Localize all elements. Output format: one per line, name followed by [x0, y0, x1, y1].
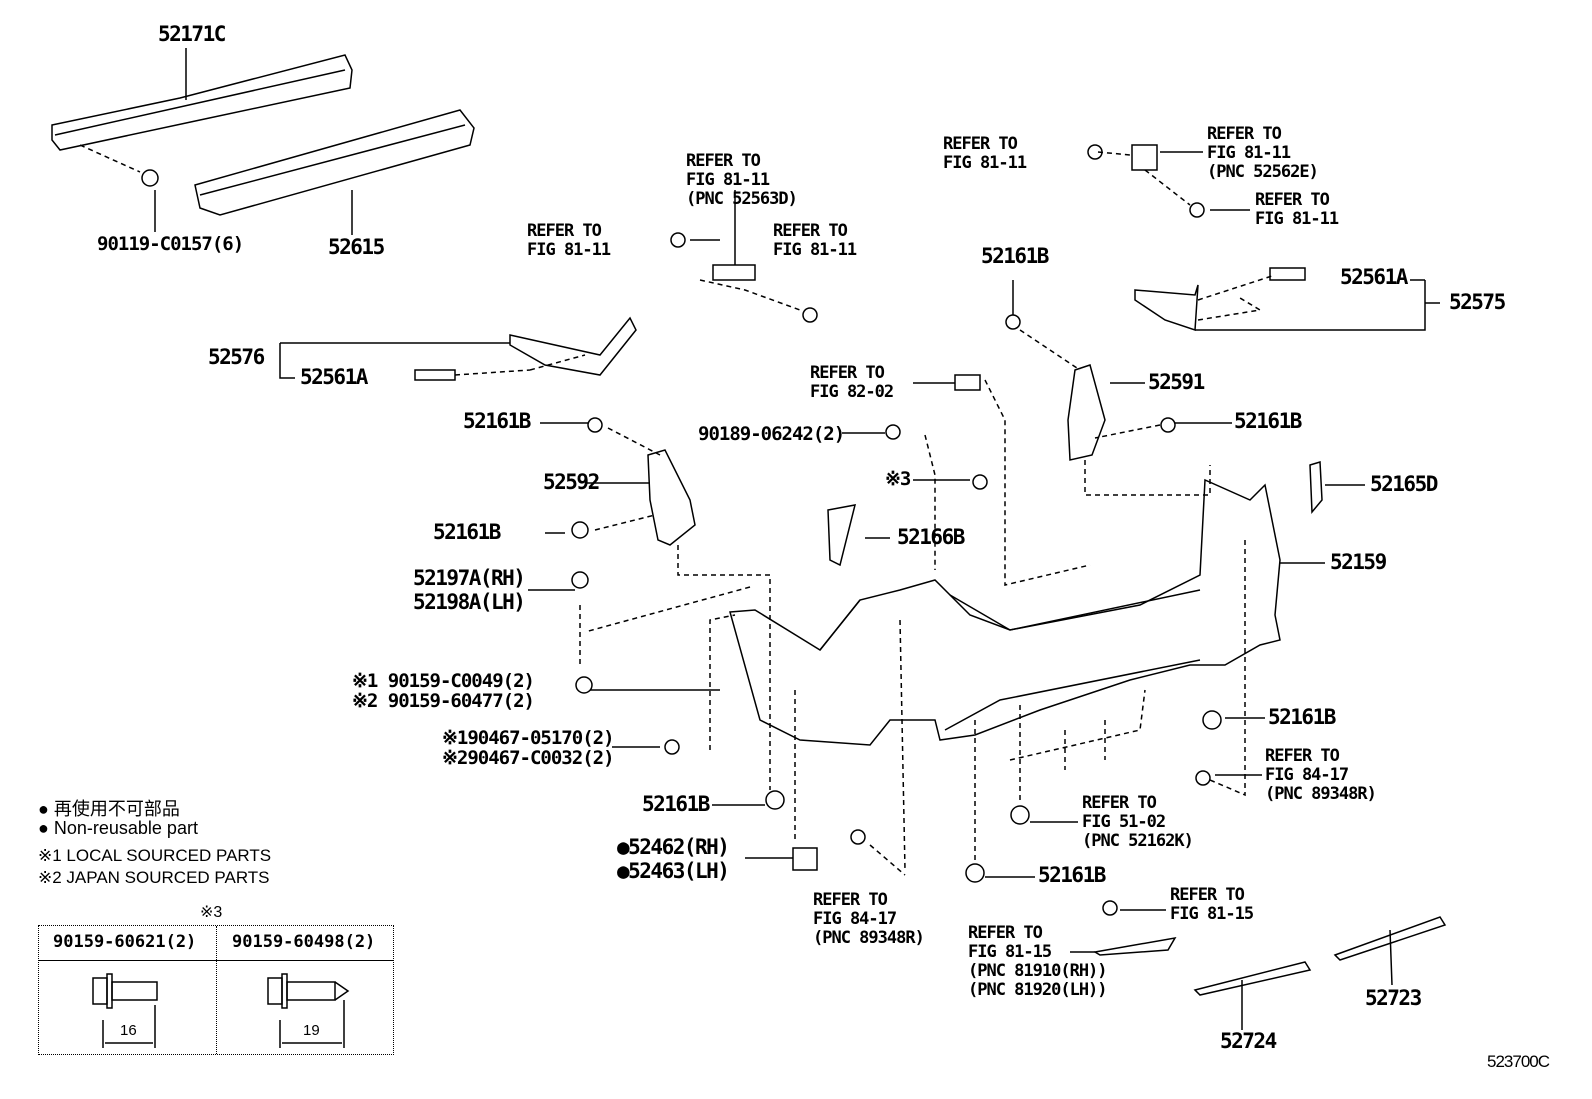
figure-code: 523700C	[1487, 1052, 1550, 1071]
part-label-52561a: 52561A	[1340, 265, 1408, 289]
bolt-size-table: 90159-60621(2) 90159-60498(2)	[38, 925, 394, 1055]
part-label-90119: 90119-C0157(6)	[97, 233, 244, 255]
part-label-52576: 52576	[208, 345, 265, 369]
part-label-90467-05170: ※190467-05170(2)	[442, 727, 615, 749]
part-label-52591: 52591	[1148, 370, 1205, 394]
reinforcement-52171c	[51, 54, 353, 151]
table-col-90159-60498: 90159-60498(2)	[232, 932, 376, 952]
legend-japan-sourced: ※2 JAPAN SOURCED PARTS	[38, 868, 270, 887]
table-col-90159-60621: 90159-60621(2)	[53, 932, 197, 952]
part-label-52161b: 52161B	[1038, 863, 1106, 887]
bracket-52576	[509, 316, 637, 376]
part-label-52198a: 52198A(LH)	[413, 590, 526, 614]
fasteners	[571, 144, 1222, 916]
part-label-52615: 52615	[328, 235, 385, 259]
screw-icons	[92, 973, 350, 1048]
part-label-90467-c0032: ※290467-C0032(2)	[442, 747, 615, 769]
part-label-52561a: 52561A	[300, 365, 368, 389]
part-label-52161b: 52161B	[433, 520, 501, 544]
part-label-52171c: 52171C	[158, 22, 226, 46]
retainer-52592	[647, 449, 696, 546]
part-label-52592: 52592	[543, 470, 600, 494]
part-label-52575: 52575	[1449, 290, 1506, 314]
part-label-52723: 52723	[1365, 986, 1422, 1010]
retainer-52591	[1067, 364, 1106, 461]
part-label-52161b: 52161B	[463, 409, 531, 433]
molding-52723	[1333, 916, 1447, 961]
part-label-52462: ●52462(RH)	[617, 835, 730, 859]
dimension-16: 16	[120, 1022, 137, 1039]
note-star3: ※3	[885, 468, 911, 490]
molding-52166b	[827, 504, 857, 567]
part-label-52161b: 52161B	[642, 792, 710, 816]
bracket-52165d	[1309, 461, 1323, 514]
part-label-52161b: 52161B	[1234, 409, 1302, 433]
part-label-52197a: 52197A(RH)	[413, 566, 526, 590]
reflector	[1092, 936, 1177, 956]
legend-non-reusable-en: ● Non-reusable part	[38, 818, 198, 838]
part-label-52165d: 52165D	[1370, 472, 1438, 496]
part-label-52161b: 52161B	[981, 244, 1049, 268]
part-label-90189: 90189-06242(2)	[698, 423, 845, 445]
part-label-90159-60477: ※2 90159-60477(2)	[352, 690, 535, 712]
part-label-52159: 52159	[1330, 550, 1387, 574]
bracket-52575	[1134, 284, 1199, 332]
part-label-52161b: 52161B	[1268, 705, 1336, 729]
table-title-star3: ※3	[200, 904, 223, 921]
part-label-52166b: 52166B	[897, 525, 965, 549]
legend-non-reusable-jp: ● 再使用不可部品	[38, 799, 180, 819]
absorber-52615	[194, 109, 475, 216]
bumper-cover-52159	[729, 478, 1281, 746]
dimension-19: 19	[303, 1022, 320, 1039]
molding-52724	[1193, 961, 1312, 996]
part-label-52463: ●52463(LH)	[617, 859, 730, 883]
legend-local-sourced: ※1 LOCAL SOURCED PARTS	[38, 846, 272, 865]
part-label-90159-c0049: ※1 90159-C0049(2)	[352, 670, 535, 692]
part-label-52724: 52724	[1220, 1029, 1277, 1053]
